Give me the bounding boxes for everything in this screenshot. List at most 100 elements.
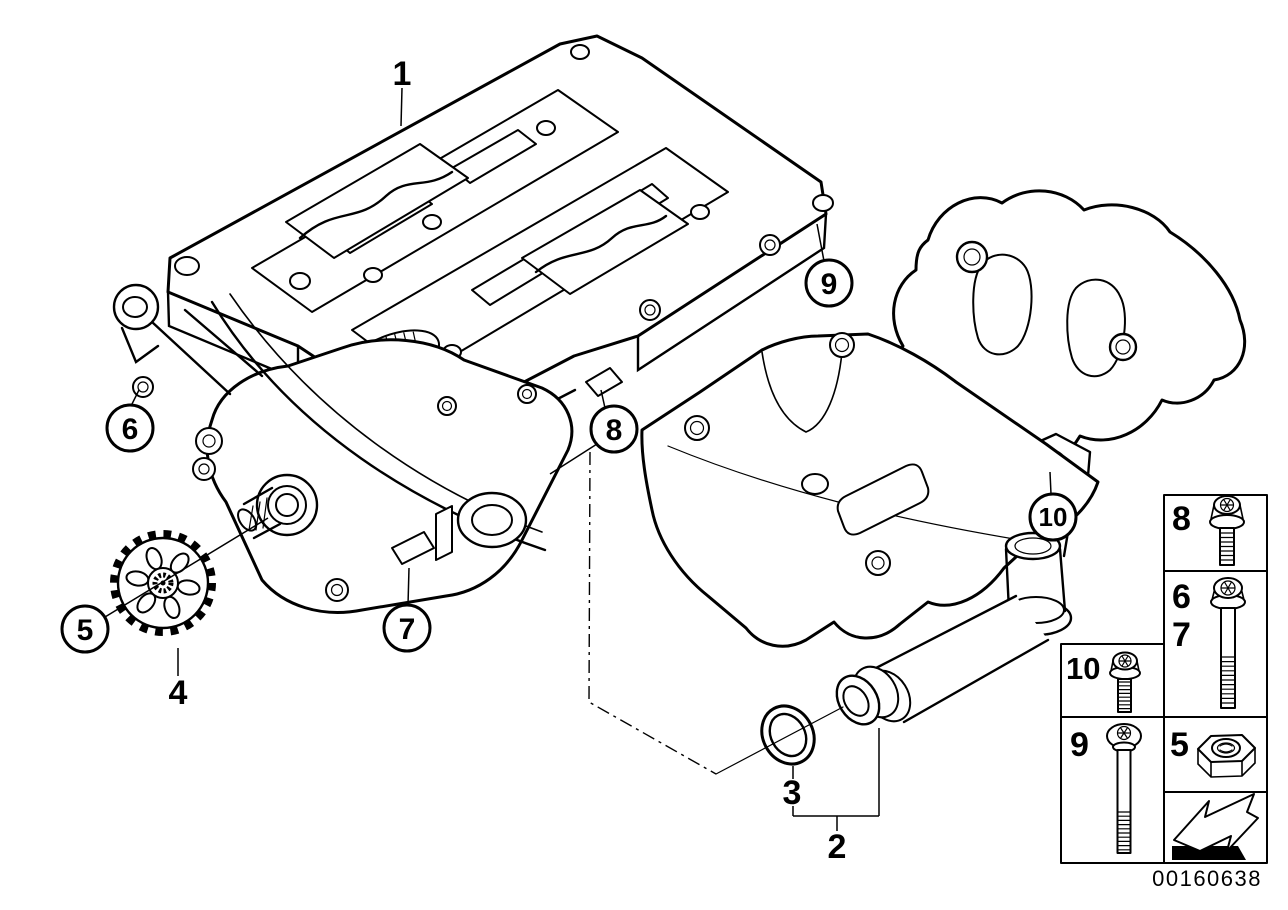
- legend-box-9: 9: [1060, 716, 1165, 864]
- short-threaded-bolt-icon: [1109, 651, 1141, 713]
- leader-9: [816, 223, 825, 262]
- pump-tab-7-target: [391, 531, 435, 565]
- callout-8-circle[interactable]: [589, 404, 639, 454]
- socket-head-bolt-icon: [1106, 723, 1142, 854]
- housing-ear-tab: [585, 367, 623, 397]
- callout-4-label[interactable]: 4: [169, 674, 188, 712]
- housing-bolt-holes: [174, 44, 834, 360]
- o-ring-drawing: [760, 704, 816, 766]
- long-flange-bolt-icon: [1210, 577, 1246, 709]
- pump-rib: [435, 505, 453, 561]
- thread-lines: [1220, 656, 1236, 704]
- flange-bolt-icon: [1209, 495, 1245, 566]
- callout-9-label: 9: [821, 268, 838, 301]
- legend-box-8: 8: [1163, 494, 1268, 572]
- legend-box-6-7: 6 7: [1163, 570, 1268, 718]
- leader-8-axis-dashdot: [588, 451, 717, 775]
- leader-10: [1049, 471, 1052, 495]
- callout-9-circle[interactable]: [804, 258, 854, 308]
- suction-pipe-drawing: [835, 531, 1073, 726]
- legend-label-9: 9: [1070, 726, 1089, 764]
- back-arrow-icon: [1172, 793, 1259, 860]
- balance-shaft-unit-drawing: [166, 34, 834, 469]
- callout-2-label[interactable]: 2: [828, 828, 847, 866]
- callout-5[interactable]: 5: [60, 604, 110, 654]
- pump-top-bolt-a: [437, 396, 457, 416]
- leader-8b: [549, 443, 598, 475]
- thread-lines: [1219, 532, 1235, 561]
- bracket-boss-right: [1108, 332, 1138, 362]
- callout-8-label: 8: [606, 414, 623, 447]
- callout-6-label: 6: [122, 413, 139, 446]
- plate-bolt-top: [829, 332, 855, 358]
- plate-boss-right: [865, 550, 891, 576]
- pump-boss-a: [195, 427, 223, 455]
- legend-arrow-box: [1163, 791, 1268, 864]
- guard-plate-valley: [761, 351, 843, 433]
- callout-5-circle[interactable]: [60, 604, 110, 654]
- pump-top-bolt-b: [517, 384, 537, 404]
- sprocket-drawing: [110, 530, 216, 636]
- sprocket-teeth: [110, 530, 216, 636]
- hex-nut-icon: [1197, 734, 1256, 778]
- callout-9[interactable]: 9: [804, 258, 854, 308]
- callout-6-circle[interactable]: [105, 403, 155, 453]
- leader-2-bracket: [793, 728, 880, 831]
- leader-8a: [600, 389, 606, 409]
- leader-1: [400, 87, 403, 127]
- pump-bottom-bolt: [325, 578, 349, 602]
- callout-10-circle[interactable]: [1028, 492, 1078, 542]
- legend-box-10: 10: [1060, 643, 1165, 718]
- leader-5: [104, 517, 269, 618]
- guard-plate-drawing: [640, 332, 1100, 648]
- leader-lines: [104, 87, 1052, 831]
- legend-box-5: 5: [1163, 716, 1268, 793]
- callout-10-label: 10: [1039, 502, 1068, 532]
- bracket-slot-1: [972, 253, 1033, 356]
- legend-label-8: 8: [1172, 500, 1191, 538]
- housing-opening-1: [285, 143, 469, 259]
- callout-3-label[interactable]: 3: [783, 774, 802, 812]
- pump-boss-b: [192, 457, 216, 481]
- pump-arm-eye-hole: [122, 296, 148, 318]
- pipe-body: [876, 596, 1048, 722]
- callout-3[interactable]: 3: [783, 774, 802, 812]
- plate-bolt-left: [684, 415, 710, 441]
- callout-10[interactable]: 10: [1028, 492, 1078, 542]
- callout-7-circle[interactable]: [382, 603, 432, 653]
- callout-2[interactable]: 2: [828, 828, 847, 866]
- thread-lines: [1117, 681, 1132, 710]
- callout-7[interactable]: 7: [382, 603, 432, 653]
- leader-7: [407, 567, 410, 606]
- oil-pump-drawing: [112, 283, 574, 614]
- bracket-boss-top: [955, 240, 989, 274]
- leader-8-axis: [715, 706, 844, 775]
- thread-lines: [1116, 811, 1132, 851]
- callout-7-label: 7: [399, 613, 416, 646]
- bracket-slot-2: [1066, 278, 1126, 378]
- housing-opening-2: [521, 189, 689, 295]
- shaft-stub-edges: [242, 486, 282, 540]
- legend-label-10: 10: [1066, 651, 1100, 686]
- callout-8[interactable]: 8: [589, 404, 639, 454]
- callout-1[interactable]: 1: [393, 55, 412, 93]
- callout-5-label: 5: [77, 614, 94, 647]
- callout-6[interactable]: 6: [105, 403, 155, 453]
- balance-shaft-web-1: [298, 170, 454, 240]
- pump-bolt-6-target: [132, 376, 154, 398]
- legend-panel: 8 6 7: [1060, 494, 1268, 864]
- pipe-edges: [874, 594, 1050, 724]
- legend-label-7: 7: [1172, 616, 1191, 654]
- callout-1-label[interactable]: 1: [393, 55, 412, 93]
- legend-label-5: 5: [1170, 726, 1189, 764]
- balance-shaft-web-2: [534, 214, 668, 274]
- image-number: 00160638: [1152, 866, 1262, 891]
- callout-4[interactable]: 4: [169, 674, 188, 712]
- leader-6: [130, 389, 140, 407]
- pipe-end-bore: [842, 685, 870, 717]
- plate-slot: [836, 463, 930, 536]
- plate-hole: [801, 473, 829, 495]
- pump-arm-edges: [120, 308, 264, 396]
